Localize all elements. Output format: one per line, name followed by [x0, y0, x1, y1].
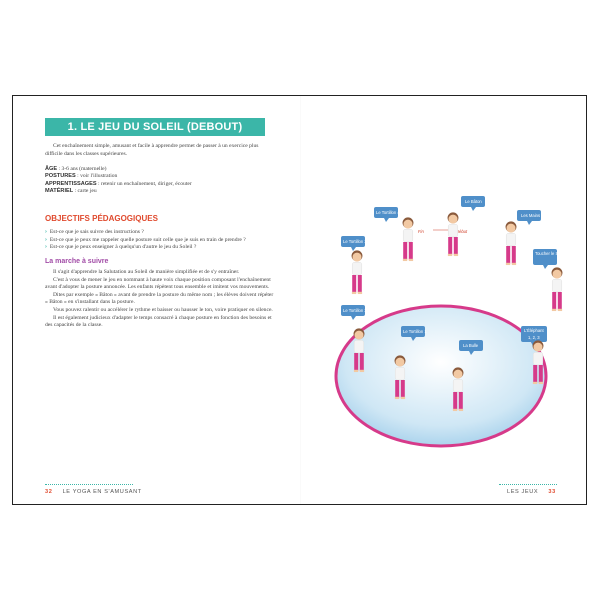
svg-text:Le Tortillon 3: Le Tortillon 3: [343, 239, 367, 244]
page-number-left: 32: [45, 489, 53, 495]
footer-section-title: LES JEUX: [507, 489, 539, 495]
svg-text:Le Tortillon 2: Le Tortillon 2: [343, 308, 367, 313]
sun-ellipse: [334, 304, 548, 448]
meta-age: ÂGE : 3-6 ans (maternelle): [45, 166, 107, 172]
step-paragraph: Il est également judicieux d'adapter le …: [45, 314, 272, 329]
posture-elephant: L'Éléphant 1, 2, 3: [521, 326, 547, 385]
posture-bulle: La Bulle: [451, 340, 483, 412]
step-paragraph: Dites par exemple « Bâton » avant de pre…: [45, 291, 274, 306]
chevron-right-icon: ›: [45, 229, 47, 235]
objective-item: ›Est-ce que je peux me rappeler quelle p…: [45, 236, 246, 243]
svg-text:Les Mains: Les Mains: [521, 213, 540, 218]
objective-item: ›Est-ce que je peux enseigner à quelqu'u…: [45, 244, 197, 251]
footer-left: 32 LE YOGA EN S'AMUSANT: [45, 489, 142, 495]
steps-title: La marche à suivre: [45, 258, 109, 265]
svg-text:1, 2, 3: 1, 2, 3: [528, 335, 540, 340]
footer-book-title: LE YOGA EN S'AMUSANT: [62, 489, 142, 495]
meta-apprentissages: APPRENTISSAGES : retenir un enchaînement…: [45, 180, 192, 187]
page-number-right: 33: [548, 489, 556, 495]
posture-baton: Le Bâton: [446, 196, 485, 257]
svg-text:Le Tortillon 1: Le Tortillon 1: [403, 329, 427, 334]
objective-item: ›Est-ce que je sais suivre des instructi…: [45, 229, 144, 235]
svg-text:Le Tortillon 4: Le Tortillon 4: [376, 210, 400, 215]
svg-text:Le Bâton: Le Bâton: [465, 199, 482, 204]
meta-block: ÂGE : 3-6 ans (maternelle) POSTURES : vo…: [45, 166, 275, 196]
posture-tortillon-2: Le Tortillon 2: [341, 305, 367, 373]
step-paragraph: Il s'agit d'apprendre la Salutation au S…: [53, 269, 240, 275]
intro-paragraph: Cet enchaînement simple, amusant et faci…: [45, 143, 275, 158]
book-spread: 1. LE JEU DU SOLEIL (DEBOUT) Cet enchaîn…: [12, 95, 587, 505]
steps-text: Il s'agit d'apprendre la Salutation au S…: [45, 269, 277, 330]
objectives-list: ›Est-ce que je sais suivre des instructi…: [45, 229, 275, 252]
posture-mains: Les Mains: [504, 210, 541, 266]
posture-tortillon-1: Le Tortillon 1: [393, 326, 427, 400]
step-paragraph: Vous pouvez ralentir ou accélérer le ryt…: [53, 306, 273, 313]
chevron-right-icon: ›: [45, 236, 47, 243]
objectives-title: OBJECTIFS PÉDAGOGIQUES: [45, 214, 158, 223]
meta-postures: POSTURES : voir l'illustration: [45, 173, 118, 180]
svg-text:La Bulle: La Bulle: [463, 343, 479, 348]
label-fin: Fin: [418, 229, 424, 234]
step-paragraph: C'est à vous de mener le jeu en nommant …: [45, 276, 271, 291]
svg-text:L'Éléphant: L'Éléphant: [524, 328, 544, 333]
intro-text: Cet enchaînement simple, amusant et faci…: [45, 143, 259, 157]
posture-toucher-le-soleil: Toucher le Soleil: [533, 249, 566, 312]
footer-rule-left: [45, 484, 133, 486]
svg-text:Toucher le Soleil: Toucher le Soleil: [535, 251, 566, 256]
chevron-right-icon: ›: [45, 244, 47, 251]
page-fold: [300, 96, 301, 504]
footer-rule-right: [499, 484, 557, 486]
posture-tortillon-3: Le Tortillon 3: [341, 236, 367, 295]
label-debut: Début: [456, 229, 468, 234]
footer-right: LES JEUX 33: [507, 489, 556, 495]
chapter-title: 1. LE JEU DU SOLEIL (DEBOUT): [45, 118, 265, 136]
meta-materiel: MATÉRIEL : carte jeu: [45, 188, 97, 195]
posture-tortillon-4: Le Tortillon 4: [374, 207, 415, 262]
